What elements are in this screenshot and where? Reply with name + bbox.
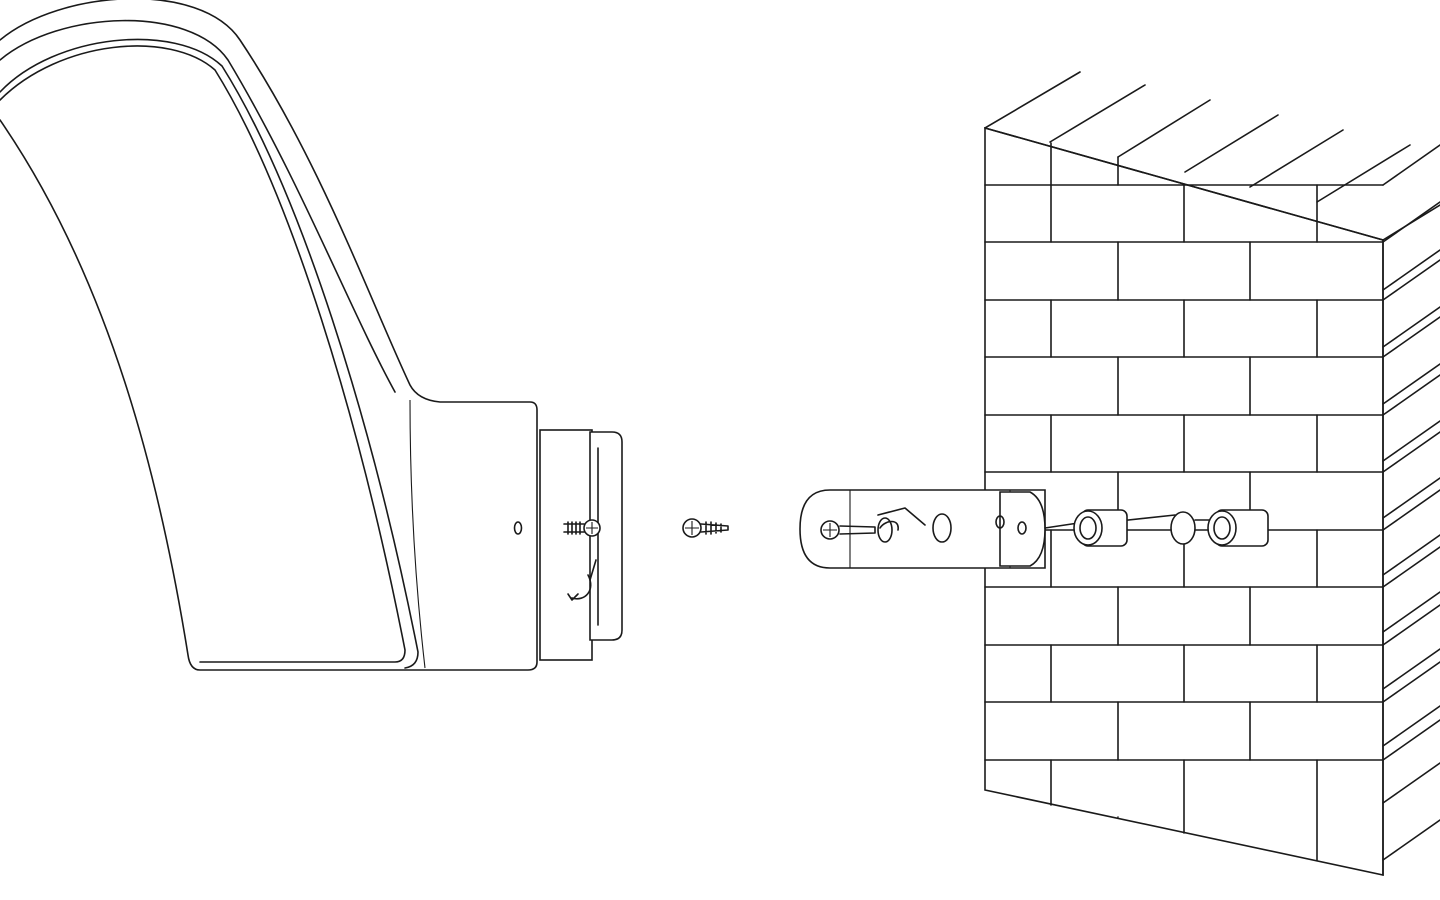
wall-top-line (1049, 84, 1146, 143)
side-mortar-line (1382, 259, 1440, 301)
side-mortar-line (1382, 648, 1440, 690)
wall-top-line (1249, 129, 1344, 188)
wall-top-line (1184, 114, 1279, 173)
brick-wall (984, 71, 1440, 876)
wall-top-edge (984, 127, 1384, 241)
side-mortar-line (1382, 374, 1440, 416)
side-mortar-line (1382, 534, 1440, 576)
screw-icon (563, 519, 601, 537)
side-mortar-line (1382, 705, 1440, 747)
wall-top-line (1316, 144, 1411, 203)
side-mortar-line (1382, 762, 1440, 804)
side-mortar-line (1382, 489, 1440, 531)
side-mortar-line (1382, 363, 1440, 405)
side-mortar-line (1382, 591, 1440, 633)
side-mortar-line (1382, 819, 1440, 861)
side-mortar-line (1382, 719, 1440, 761)
side-mortar-line (1382, 249, 1440, 291)
side-mortar-line (1382, 431, 1440, 473)
side-mortar-line (1382, 604, 1440, 646)
side-mortar-line (1382, 316, 1440, 358)
mounting-bracket (799, 489, 1213, 569)
side-mortar-line (1382, 546, 1440, 588)
side-mortar-line (1382, 144, 1440, 186)
wall-top-line (1117, 99, 1211, 158)
side-mortar-line (1382, 477, 1440, 519)
wall-top-line (1382, 204, 1440, 241)
side-mortar-line (1382, 661, 1440, 703)
wall-anchor (1073, 509, 1269, 547)
side-mortar-line (1382, 306, 1440, 348)
wall-lamp (0, 0, 538, 671)
wall-top-line (984, 71, 1081, 129)
screw-icon (682, 518, 729, 538)
mounting-plate (539, 429, 623, 661)
side-mortar-line (1382, 420, 1440, 462)
rotate-arrow-icon (567, 574, 592, 601)
